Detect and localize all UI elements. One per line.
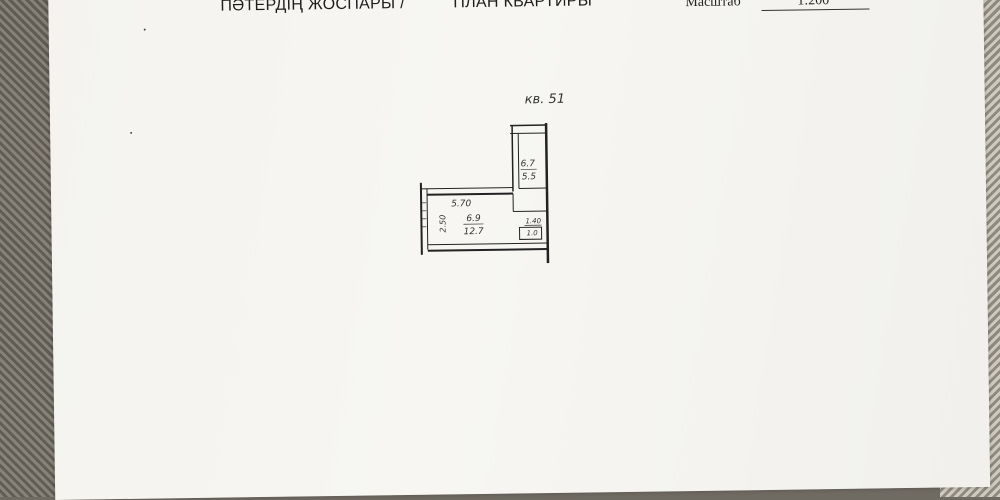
main-room-size-label: 6.9: [466, 214, 481, 224]
title-russian: ПЛАН КВАРТИРЫ: [453, 0, 592, 12]
apartment-floor-plan: кв. 51: [410, 83, 573, 275]
window-marks: [422, 203, 426, 227]
bathroom-size-label: 1.40: [525, 217, 541, 225]
kitchen-area-label: 5.5: [522, 172, 537, 182]
paper-mark: [130, 132, 132, 134]
scale-label: Масштаб: [685, 0, 741, 11]
main-room-width-label: 5.70: [451, 199, 471, 209]
title-kazakh: ПӘТЕРДІҢ ЖОСПАРЫ /: [220, 0, 405, 16]
apartment-number: кв. 51: [525, 92, 566, 108]
main-room-area-label: 12.7: [463, 227, 483, 237]
floor-plan-document: ПӘТЕРДІҢ ЖОСПАРЫ / ПЛАН КВАРТИРЫ Масштаб…: [48, 0, 990, 500]
main-room-height-label: 2.50: [438, 215, 447, 233]
kitchen-size-label: 6.7: [521, 159, 536, 169]
paper-mark: [144, 29, 146, 31]
bathroom-area-label: 1.0: [527, 229, 539, 237]
scale-value: 1:200: [761, 0, 869, 11]
